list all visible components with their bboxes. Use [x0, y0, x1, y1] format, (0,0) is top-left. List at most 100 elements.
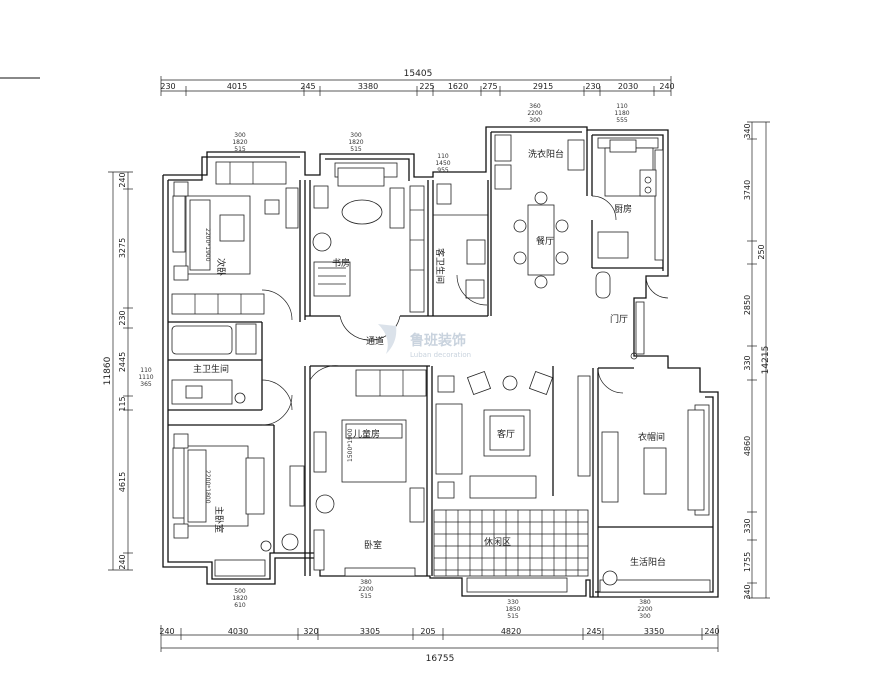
leisure-deck — [433, 509, 589, 577]
svg-text:515: 515 — [234, 146, 246, 153]
top-dim-4: 225 — [419, 82, 434, 91]
bottom-total-dim: 16755 — [426, 654, 455, 664]
room-label-kitchen: 厨房 — [614, 203, 632, 215]
svg-text:2200: 2200 — [637, 606, 652, 613]
watermark-text: 鲁班装饰 — [409, 332, 466, 349]
top-dim-2: 245 — [300, 82, 315, 91]
top-dim-1: 4015 — [227, 82, 247, 91]
svg-text:2200*1800: 2200*1800 — [204, 470, 211, 504]
left-dim-0: 240 — [118, 172, 127, 187]
svg-text:365: 365 — [140, 381, 152, 388]
top-dim-5: 1620 — [448, 82, 468, 91]
room-label-guest-bathroom: 客卫生间 — [434, 248, 446, 284]
right-dim-8: 340 — [743, 584, 752, 599]
sofa-left — [435, 403, 463, 475]
svg-text:360: 360 — [529, 103, 541, 110]
bottom-dim-7: 3350 — [644, 627, 664, 636]
room-label-second-bedroom: 次卧 — [215, 258, 227, 276]
left-dim-3: 2445 — [118, 352, 127, 372]
left-dim-5: 4615 — [118, 472, 127, 492]
room-label-study: 书房 — [332, 257, 350, 269]
svg-text:555: 555 — [616, 117, 628, 124]
dining-table — [527, 204, 555, 276]
bottom-dim-3: 3305 — [360, 627, 380, 636]
svg-text:300: 300 — [639, 613, 651, 620]
bed-size-labels: 2200*1900 1500*1900 2200*1800 — [204, 228, 354, 504]
bottom-dim-2: 320 — [303, 627, 318, 636]
tv-cabinet — [577, 375, 591, 477]
room-label-laundry-balcony: 洗衣阳台 — [528, 148, 564, 160]
svg-text:1450: 1450 — [435, 160, 450, 167]
svg-text:330: 330 — [507, 599, 519, 606]
svg-text:955: 955 — [437, 167, 449, 174]
right-dim-7: 1755 — [743, 552, 752, 572]
room-label-living-room: 客厅 — [497, 428, 515, 440]
window-annotations: 300 1820 515 300 1820 515 110 1450 955 3… — [138, 103, 652, 620]
bathtub — [171, 325, 233, 355]
left-dim-6: 240 — [118, 554, 127, 569]
svg-text:1820: 1820 — [232, 139, 247, 146]
bottom-dim-4: 205 — [420, 627, 435, 636]
room-label-cloakroom: 衣帽间 — [638, 431, 665, 443]
bottom-dim-0: 240 — [159, 627, 174, 636]
right-dim-5: 4860 — [743, 436, 752, 456]
svg-text:1500*1900: 1500*1900 — [347, 428, 354, 462]
sofa-bottom — [469, 475, 537, 499]
left-total-dim: 11860 — [103, 356, 113, 385]
room-label-hallway: 通道 — [366, 335, 384, 347]
furniture — [171, 139, 705, 586]
svg-text:515: 515 — [350, 146, 362, 153]
room-label-living-balcony: 生活阳台 — [630, 556, 666, 568]
right-dim-0: 340 — [743, 123, 752, 138]
right-total-dim: 14215 — [761, 346, 771, 375]
svg-text:1180: 1180 — [614, 110, 629, 117]
top-dim-8: 230 — [585, 82, 600, 91]
walls — [162, 126, 719, 598]
left-dim-4: 115 — [118, 396, 127, 411]
bottom-dim-6: 245 — [586, 627, 601, 636]
bottom-dimensions: 240 4030 320 3305 205 4820 245 3350 240 … — [159, 625, 720, 664]
top-dimensions: 15405 230 4015 245 3380 225 1620 275 291… — [160, 69, 675, 96]
bookshelf — [409, 185, 425, 313]
right-dim-1: 3740 — [743, 180, 752, 200]
svg-text:300: 300 — [350, 132, 362, 139]
svg-text:110: 110 — [616, 103, 628, 110]
top-dim-6: 275 — [482, 82, 497, 91]
watermark-sub: Luban decoration — [410, 351, 471, 359]
svg-text:380: 380 — [639, 599, 651, 606]
wardrobe-children — [355, 369, 427, 397]
left-dim-1: 3275 — [118, 238, 127, 258]
bottom-dim-8: 240 — [704, 627, 719, 636]
bottom-dim-5: 4820 — [501, 627, 521, 636]
top-total-dim: 15405 — [404, 69, 433, 79]
top-dim-10: 240 — [659, 82, 674, 91]
right-dimensions: 340 3740 250 2850 330 4860 330 1755 340 … — [743, 121, 771, 600]
svg-text:1110: 1110 — [138, 374, 153, 381]
bottom-dim-1: 4030 — [228, 627, 248, 636]
svg-text:610: 610 — [234, 602, 246, 609]
svg-text:1850: 1850 — [505, 606, 520, 613]
svg-text:1820: 1820 — [232, 595, 247, 602]
svg-text:2200*1900: 2200*1900 — [204, 228, 211, 262]
room-label-leisure-area: 休闲区 — [484, 536, 511, 548]
left-dimensions: 11860 240 3275 230 2445 115 4615 240 — [103, 171, 133, 571]
watermark: 鲁班装饰 Luban decoration — [378, 324, 471, 359]
right-dim-6: 330 — [743, 518, 752, 533]
wardrobe-left — [601, 431, 619, 503]
room-label-children-room: 儿童房 — [353, 428, 380, 440]
svg-text:110: 110 — [437, 153, 449, 160]
left-dim-2: 230 — [118, 310, 127, 325]
svg-text:2200: 2200 — [358, 586, 373, 593]
svg-text:500: 500 — [234, 588, 246, 595]
svg-text:515: 515 — [360, 593, 372, 600]
svg-text:515: 515 — [507, 613, 519, 620]
doors — [261, 195, 669, 426]
wardrobe-right — [687, 409, 705, 511]
room-labels: 次卧 书房 客卫生间 洗衣阳台 餐厅 厨房 门厅 通道 主卫生间 儿童房 客厅 … — [193, 148, 666, 568]
svg-text:300: 300 — [529, 117, 541, 124]
svg-text:110: 110 — [140, 367, 152, 374]
right-dim-2: 250 — [757, 244, 766, 259]
room-label-bedroom: 卧室 — [364, 539, 382, 551]
top-dim-7: 2915 — [533, 82, 553, 91]
